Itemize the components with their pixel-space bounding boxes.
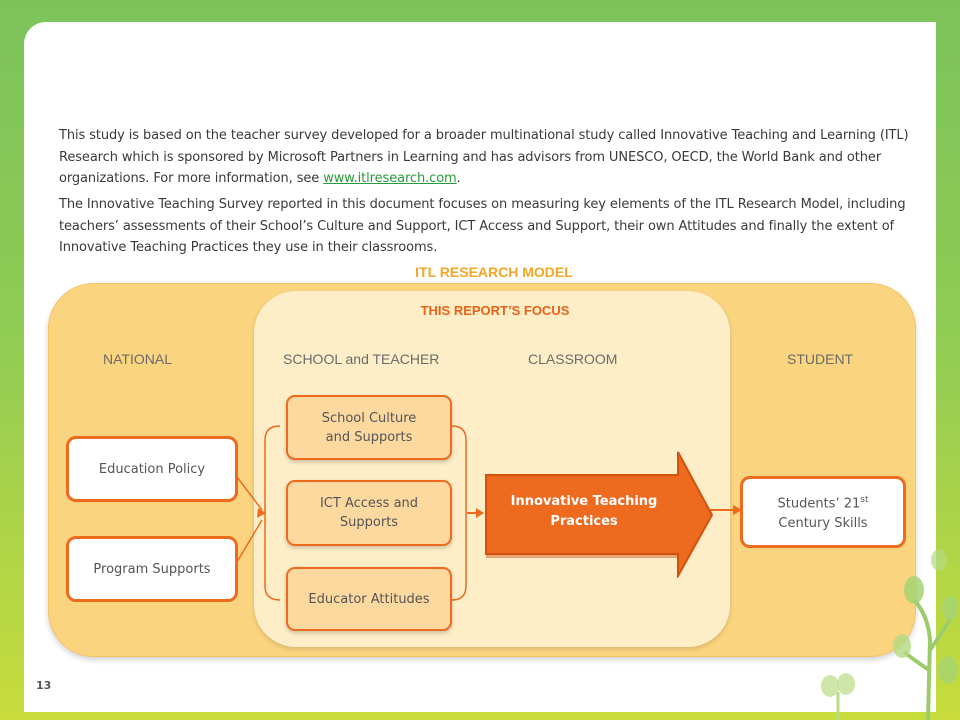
intro-paragraph-1-text: This study is based on the teacher surve… — [59, 128, 909, 186]
report-focus-title: THIS REPORT’S FOCUS — [420, 303, 570, 318]
students-skills-text: Students’ 21 — [777, 496, 861, 512]
intro-paragraph-1: This study is based on the teacher surve… — [59, 125, 919, 190]
school-culture-box: School Culture and Supports — [286, 395, 452, 460]
students-skills-sup: st — [860, 494, 869, 505]
page-number: 13 — [36, 679, 52, 692]
educator-attitudes-box: Educator Attitudes — [286, 567, 452, 631]
intro-paragraph-1-end: . — [456, 171, 461, 186]
education-policy-box: Education Policy — [66, 436, 238, 502]
students-skills-box: Students’ 21st Century Skills — [740, 476, 906, 548]
intro-paragraph-2: The Innovative Teaching Survey reported … — [59, 197, 906, 255]
program-supports-box: Program Supports — [66, 536, 238, 602]
tree-decoration-icon — [893, 549, 958, 720]
column-label-classroom: CLASSROOM — [528, 351, 618, 367]
innovative-teaching-arrow-shape — [485, 451, 714, 578]
students-skills-label: Students’ 21st Century Skills — [778, 490, 869, 534]
column-label-school-teacher: SCHOOL and TEACHER — [283, 351, 440, 367]
itl-research-link[interactable]: www.itlresearch.com — [323, 171, 457, 186]
column-label-student: STUDENT — [787, 351, 854, 367]
leaf-decoration-icon — [821, 673, 855, 720]
ict-access-box: ICT Access and Supports — [286, 480, 452, 546]
model-title: ITL RESEARCH MODEL — [415, 264, 573, 280]
students-skills-text-end: Century Skills — [778, 516, 868, 532]
innovative-teaching-label: Innovative Teaching Practices — [510, 494, 658, 529]
column-label-national: NATIONAL — [103, 351, 172, 367]
